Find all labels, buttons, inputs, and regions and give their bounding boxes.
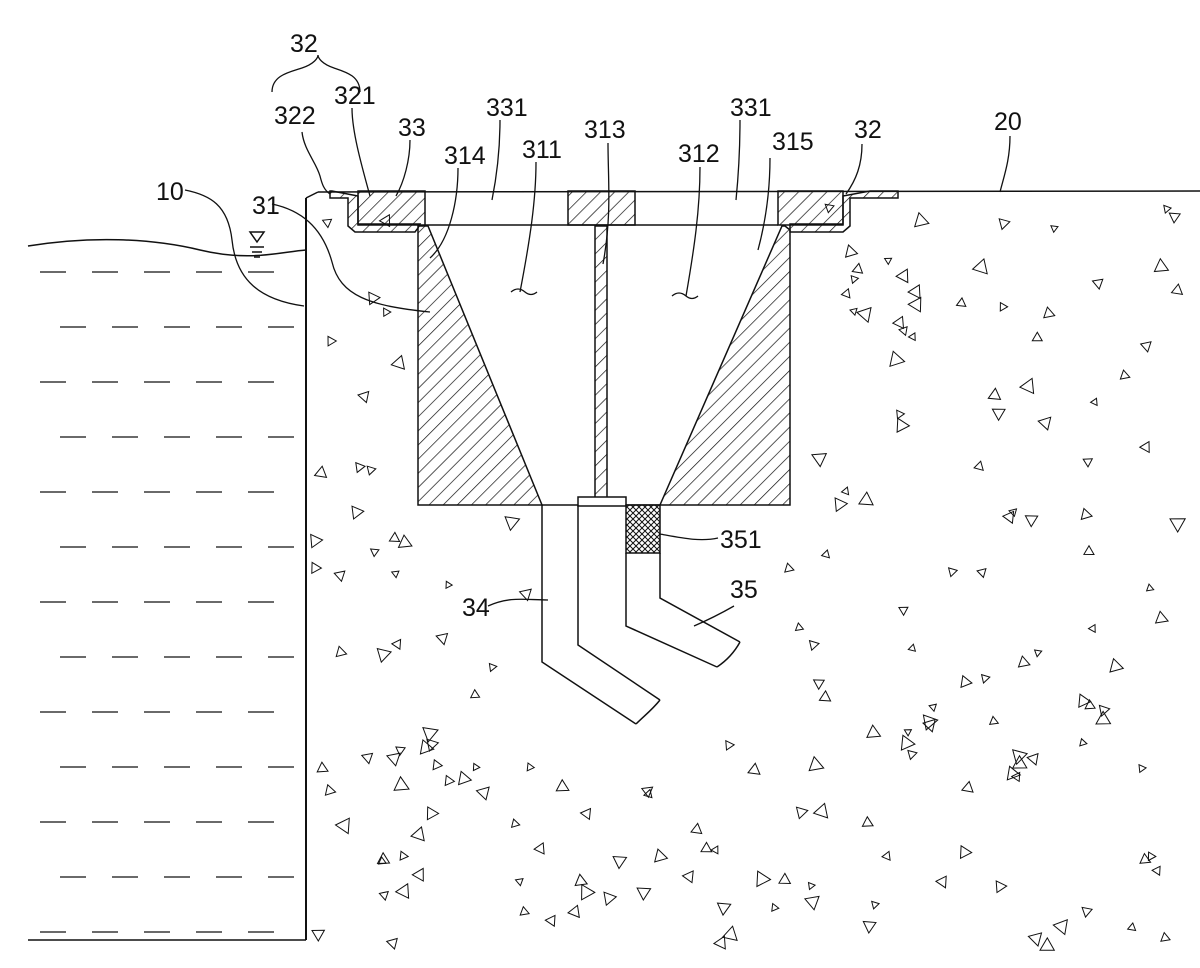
filter-351 — [626, 505, 660, 553]
label-312: 312 — [678, 140, 720, 168]
label-331-right: 331 — [730, 94, 772, 122]
ground-surface — [306, 191, 1200, 198]
partition-base — [578, 497, 626, 506]
water-body — [28, 198, 306, 940]
water-dashes — [40, 272, 294, 932]
label-32-top: 32 — [290, 30, 318, 58]
label-314: 314 — [444, 142, 486, 170]
label-311: 311 — [522, 136, 562, 164]
water-level-symbol — [250, 232, 264, 257]
water-surface — [28, 240, 306, 256]
label-315: 315 — [772, 128, 814, 156]
label-10: 10 — [156, 178, 184, 206]
label-351: 351 — [720, 526, 762, 554]
wall-314 — [418, 226, 542, 505]
label-35: 35 — [730, 576, 758, 604]
cover-33 — [358, 191, 843, 225]
label-20: 20 — [994, 108, 1022, 136]
label-32-right: 32 — [854, 116, 882, 144]
pipe-35 — [626, 553, 740, 667]
label-34: 34 — [462, 594, 490, 622]
label-33: 33 — [398, 114, 426, 142]
body-31 — [418, 226, 790, 506]
partition-313 — [595, 226, 607, 498]
reference-labels: 32 321 322 33 331 331 313 314 311 312 31… — [156, 30, 1022, 622]
label-313: 313 — [584, 116, 626, 144]
wall-315 — [660, 226, 790, 505]
label-322: 322 — [274, 102, 316, 130]
label-321: 321 — [334, 82, 376, 110]
label-331-left: 331 — [486, 94, 528, 122]
label-31: 31 — [252, 192, 280, 220]
